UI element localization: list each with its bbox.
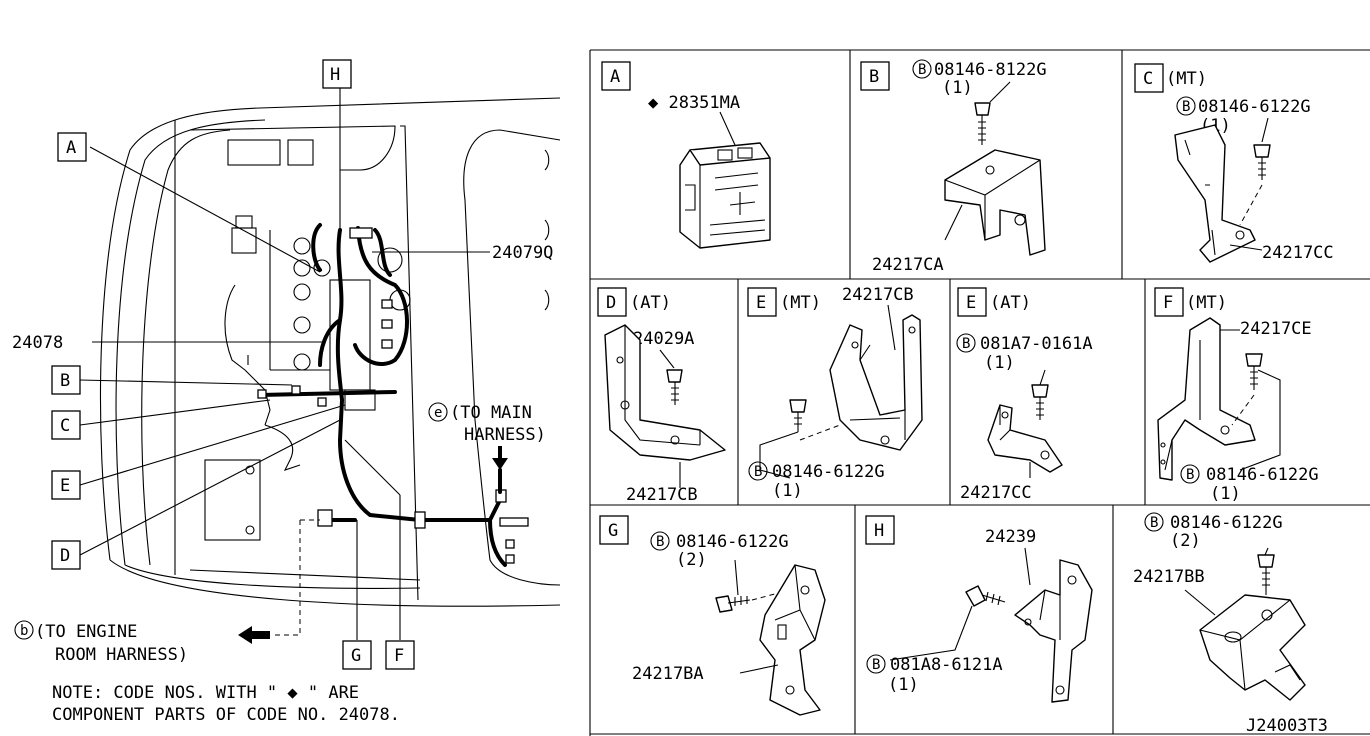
panel-c-bolt-symbol: B xyxy=(1182,99,1190,115)
panel-e-at-qty: (1) xyxy=(984,353,1015,373)
panel-c-part: 24217CC xyxy=(1262,243,1334,263)
panel-e-at-variant: (AT) xyxy=(990,293,1031,313)
panel-e-mt-bolt: 08146-6122G xyxy=(772,462,885,482)
panel-bb-bolt-symbol: B xyxy=(1150,515,1158,531)
callout-d: D xyxy=(60,546,70,566)
callout-f-box xyxy=(385,640,415,670)
panel-b: B B 08146-8122G (1) 24217CA xyxy=(860,59,1047,275)
panel-bb-qty: (2) xyxy=(1170,531,1201,551)
panel-d: D (AT) 24029A 24217CB xyxy=(597,287,726,505)
note-line2: COMPONENT PARTS OF CODE NO. 24078. xyxy=(52,705,400,725)
panel-b-bolt-symbol: B xyxy=(918,62,926,78)
callout-h-box xyxy=(322,59,352,89)
main-view: H A B C E D G F 24079Q 24078 e (TO MAIN … xyxy=(12,59,561,725)
panel-h-bolt: 081A8-6121A xyxy=(890,655,1003,675)
panel-bb-part: 24217BB xyxy=(1133,567,1205,587)
panel-c: C (MT) B 08146-6122G (1) 24217CC xyxy=(1134,63,1334,263)
panel-h: H 24239 B 081A8-6121A (1) xyxy=(865,515,1093,703)
panel-f-bolt: 08146-6122G xyxy=(1206,465,1319,485)
panel-b-part: 24217CA xyxy=(872,255,944,275)
callout-b-box xyxy=(51,365,81,395)
panel-g-qty: (2) xyxy=(676,550,707,570)
panel-f: F (MT) 24217CE B 08146-6122G (1) xyxy=(1154,287,1319,504)
panel-e-mt-qty: (1) xyxy=(772,481,803,501)
panel-g: G B 08146-6122G (2) 24217BA xyxy=(599,515,826,716)
panel-b-bolt: 08146-8122G xyxy=(934,60,1047,80)
panel-d-part1: 24029A xyxy=(633,329,694,349)
callout-g-box xyxy=(342,640,372,670)
panel-e-mt-bolt-symbol: B xyxy=(754,464,762,480)
panel-d-letter: D xyxy=(606,293,616,313)
panel-a: A ◆ 28351MA xyxy=(601,61,771,249)
panel-bb: B 08146-6122G (2) 24217BB xyxy=(1133,512,1306,701)
panel-d-part2: 24217CB xyxy=(626,485,698,505)
callout-c: C xyxy=(60,416,70,436)
panel-e-mt-letter: E xyxy=(756,293,766,313)
panel-e-at-bolt: 081A7-0161A xyxy=(980,334,1093,354)
panel-c-bolt: 08146-6122G xyxy=(1198,97,1311,117)
diagram-code: J24003T3 xyxy=(1246,716,1328,736)
panel-f-qty: (1) xyxy=(1210,484,1241,504)
callout-f: F xyxy=(394,646,404,666)
panel-c-variant: (MT) xyxy=(1166,69,1207,89)
panel-h-letter: H xyxy=(874,521,884,541)
panel-g-bolt: 08146-6122G xyxy=(676,532,789,552)
panel-a-part: ◆ 28351MA xyxy=(648,93,740,113)
panel-h-qty: (1) xyxy=(888,675,919,695)
callout-e-box xyxy=(51,470,81,500)
callout-b: B xyxy=(60,371,70,391)
to-engine-line2: ROOM HARNESS) xyxy=(55,645,188,665)
panel-g-bolt-symbol: B xyxy=(656,534,664,550)
to-engine-line1: (TO ENGINE xyxy=(35,622,137,642)
to-engine-symbol: b xyxy=(20,623,28,639)
panel-f-bolt-symbol: B xyxy=(1186,467,1194,483)
callout-g: G xyxy=(351,646,361,666)
panel-bb-bolt: 08146-6122G xyxy=(1170,513,1283,533)
callout-a: A xyxy=(66,138,76,158)
panel-b-letter: B xyxy=(869,67,879,87)
part-24079q-label: 24079Q xyxy=(492,243,553,263)
callout-h: H xyxy=(330,65,340,85)
panel-e-mt-variant: (MT) xyxy=(780,293,821,313)
to-main-line2: HARNESS) xyxy=(464,425,546,445)
callout-c-box xyxy=(51,410,81,440)
note-line1: NOTE: CODE NOS. WITH " ◆ " ARE xyxy=(52,683,359,703)
callout-e: E xyxy=(60,476,70,496)
panel-d-variant: (AT) xyxy=(630,293,671,313)
panel-e-at: E (AT) B 081A7-0161A (1) 24217CC xyxy=(956,287,1093,503)
callout-d-box xyxy=(51,540,81,570)
panel-e-at-bolt-symbol: B xyxy=(962,336,970,352)
panel-e-at-part: 24217CC xyxy=(960,483,1032,503)
panel-e-at-letter: E xyxy=(966,293,976,313)
panel-grid xyxy=(589,49,1370,736)
callout-a-box xyxy=(57,132,87,162)
panel-g-part: 24217BA xyxy=(632,664,704,684)
panel-h-part: 24239 xyxy=(985,527,1036,547)
part-24078-label: 24078 xyxy=(12,333,63,353)
panel-a-letter: A xyxy=(610,67,620,87)
panel-g-letter: G xyxy=(608,521,618,541)
panel-c-letter: C xyxy=(1143,69,1153,89)
panel-f-variant: (MT) xyxy=(1186,293,1227,313)
panel-b-qty: (1) xyxy=(942,78,973,98)
to-main-line1: (TO MAIN xyxy=(450,403,532,423)
panel-f-part: 24217CE xyxy=(1240,319,1312,339)
to-main-symbol: e xyxy=(434,405,442,421)
panel-f-letter: F xyxy=(1163,293,1173,313)
panel-e-mt-part: 24217CB xyxy=(842,285,914,305)
panel-h-bolt-symbol: B xyxy=(872,657,880,673)
panel-e-mt: E (MT) 24217CB B 08146-6122G (1) xyxy=(747,285,923,501)
